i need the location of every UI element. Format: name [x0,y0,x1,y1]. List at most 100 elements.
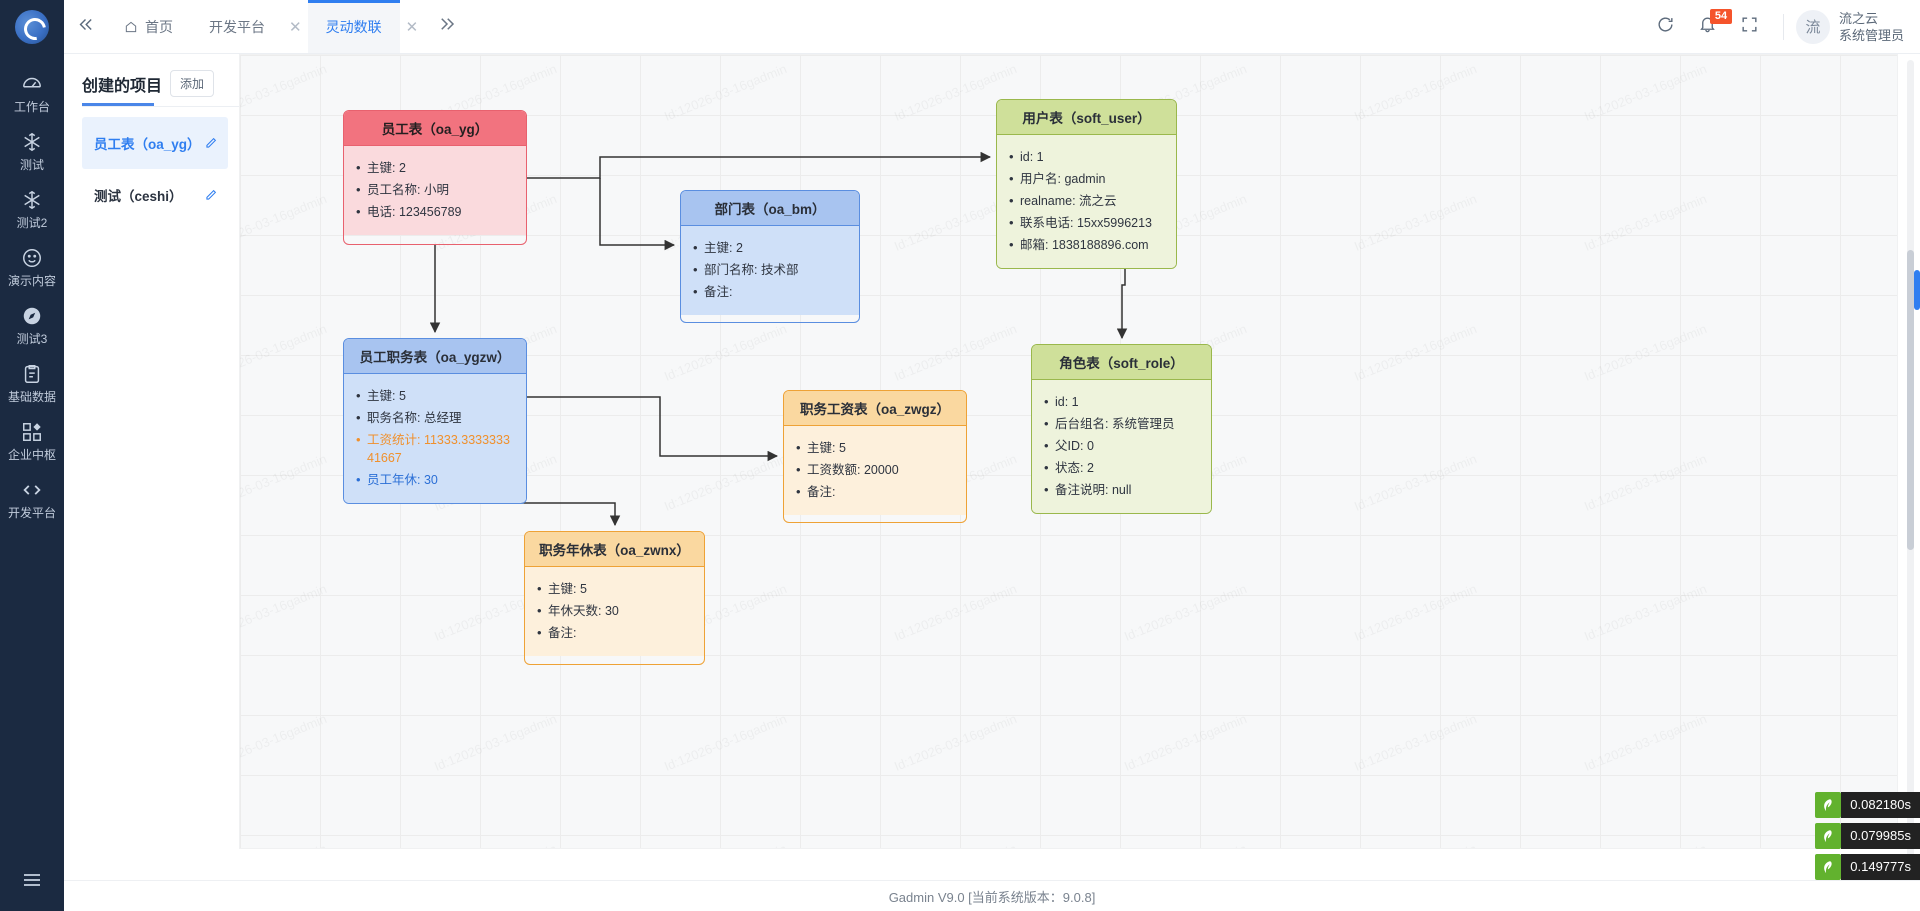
notification-badge: 54 [1709,8,1732,24]
code-icon [21,479,43,501]
watermark-text: Id:12026-03-16gadmin [1352,61,1479,124]
er-node-field: 父ID: 0 [1044,435,1199,457]
app-logo[interactable] [0,0,64,54]
er-node-field: 备注说明: null [1044,479,1199,501]
double-chevron-left-icon [77,16,94,38]
er-node-field: 工资数额: 20000 [796,459,954,481]
sidebar-item-workbench[interactable]: 工作台 [0,64,64,122]
er-node-oa_yg[interactable]: 员工表（oa_yg）主键: 2员工名称: 小明电话: 123456789 [343,110,527,245]
pencil-icon[interactable] [204,136,218,150]
er-diagram-canvas[interactable]: Id:12026-03-16gadminId:12026-03-16gadmin… [239,54,1898,849]
er-node-fields: 主键: 5年休天数: 30备注: [525,567,704,656]
sidebar-item-label: 工作台 [13,100,50,114]
er-node-title: 部门表（oa_bm） [681,191,859,226]
er-node-fields: id: 1用户名: gadminrealname: 流之云联系电话: 15xx5… [997,135,1176,268]
watermark-text: Id:12026-03-16gadmin [662,841,789,848]
er-node-field: 联系电话: 15xx5996213 [1009,212,1164,234]
sidebar-item-basic-data[interactable]: 基础数据 [0,354,64,412]
divider [1782,13,1784,40]
fullscreen-button[interactable] [1729,0,1771,54]
tab-home[interactable]: 首页 [106,0,191,53]
watermark-text: Id:12026-03-16gadmin [240,321,329,384]
watermark-text: Id:12026-03-16gadmin [1122,841,1249,848]
add-project-button[interactable]: 添加 [170,70,215,97]
tab-label: 灵动数联 [325,18,382,35]
watermark-text: Id:12026-03-16gadmin [432,841,559,848]
tab-close-lingdong-shulian[interactable]: ✕ [400,0,425,53]
project-item-ceshi[interactable]: 测试（ceshi） [82,169,228,221]
snowflake-icon [21,189,43,211]
watermark-text: Id:12026-03-16gadmin [432,711,559,774]
er-node-soft_role[interactable]: 角色表（soft_role）id: 1后台组名: 系统管理员父ID: 0状态: … [1031,344,1212,514]
sidebar-item-demo-content[interactable]: 演示内容 [0,238,64,296]
watermark-text: Id:12026-03-16gadmin [1352,711,1479,774]
er-node-oa_bm[interactable]: 部门表（oa_bm）主键: 2部门名称: 技术部备注: [680,190,860,323]
er-node-field: 后台组名: 系统管理员 [1044,413,1199,435]
menu-icon [20,868,44,897]
leaf-icon [1815,823,1842,849]
tab-lingdong-shulian[interactable]: 灵动数联 [307,0,400,53]
project-item-oa-yg[interactable]: 员工表（oa_yg） [82,117,228,169]
sidebar-item-label: 企业中枢 [7,448,56,462]
watermark-text: Id:12026-03-16gadmin [1352,191,1479,254]
er-node-field: 备注: [537,622,692,644]
sidebar-item-label: 测试3 [16,332,48,346]
watermark-text: Id:12026-03-16gadmin [662,711,789,774]
notifications-button[interactable]: 54 [1687,0,1732,54]
tab-dev-platform[interactable]: 开发平台 [191,0,283,53]
perf-value: 0.082180s [1841,792,1920,818]
er-node-field: id: 1 [1044,391,1199,413]
sidebar-item-label: 测试2 [16,216,48,230]
sidebar-collapse-button[interactable] [64,0,106,53]
sidebar-item-test2[interactable]: 测试2 [0,180,64,238]
er-node-field: 邮箱: 1838188896.com [1009,234,1164,256]
sidebar-item-enterprise-hub[interactable]: 企业中枢 [0,412,64,470]
sidebar-item-test[interactable]: 测试 [0,122,64,180]
smiley-icon [21,247,43,269]
watermark-text: Id:12026-03-16gadmin [892,841,1019,848]
rail-menu-toggle[interactable] [0,868,64,897]
pencil-icon[interactable] [204,188,218,202]
watermark-text: Id:12026-03-16gadmin [240,841,329,848]
watermark-text: Id:12026-03-16gadmin [1582,581,1709,644]
er-node-field: 职务名称: 总经理 [356,407,514,429]
tab-bar: 首页 开发平台 ✕ 灵动数联 ✕ [106,0,424,53]
tab-close-dev-platform[interactable]: ✕ [283,0,308,53]
er-node-title: 职务年休表（oa_zwnx） [525,532,704,567]
sidebar-item-dev-platform[interactable]: 开发平台 [0,470,64,528]
performance-indicators: 0.082180s 0.079985s 0.149777s [1760,788,1920,880]
watermark-text: Id:12026-03-16gadmin [1582,321,1709,384]
scrollbar-thumb[interactable] [1907,250,1914,550]
user-info[interactable]: 流之云 系统管理员 [1839,10,1904,44]
avatar[interactable]: 流 [1795,9,1830,44]
watermark-text: Id:12026-03-16gadmin [1582,61,1709,124]
perf-value: 0.079985s [1841,823,1920,849]
er-node-oa_zwgz[interactable]: 职务工资表（oa_zwgz）主键: 5工资数额: 20000备注: [783,390,967,523]
er-node-title: 员工职务表（oa_ygzw） [344,339,526,374]
sidebar-item-test3[interactable]: 测试3 [0,296,64,354]
refresh-button[interactable] [1645,0,1687,54]
er-node-field: 工资统计: 11333.333333341667 [356,429,514,469]
leaf-icon [1815,854,1842,880]
home-icon [124,20,138,34]
sidebar-item-label: 演示内容 [7,274,56,288]
leaf-icon [1815,792,1842,818]
page-scroll-indicator[interactable] [1914,270,1920,310]
er-node-soft_user[interactable]: 用户表（soft_user）id: 1用户名: gadminrealname: … [996,99,1177,269]
watermark-text: Id:12026-03-16gadmin [240,451,329,514]
watermark-text: Id:12026-03-16gadmin [1582,711,1709,774]
watermark-text: Id:12026-03-16gadmin [240,711,329,774]
perf-row: 0.149777s [1815,854,1920,880]
canvas-vertical-scrollbar[interactable] [1907,60,1914,910]
er-node-field: 主键: 5 [537,578,692,600]
er-node-field: 员工名称: 小明 [356,179,514,201]
blocks-icon [21,421,43,443]
er-node-oa_zwnx[interactable]: 职务年休表（oa_zwnx）主键: 5年休天数: 30备注: [524,531,705,665]
project-list: 员工表（oa_yg） 测试（ceshi） [82,117,239,221]
watermark-text: Id:12026-03-16gadmin [892,581,1019,644]
er-node-oa_ygzw[interactable]: 员工职务表（oa_ygzw）主键: 5职务名称: 总经理工资统计: 11333.… [343,338,527,504]
user-role: 系统管理员 [1838,27,1904,43]
watermark-text: Id:12026-03-16gadmin [662,321,789,384]
close-icon: ✕ [405,18,419,36]
tab-overflow-button[interactable] [424,0,470,53]
